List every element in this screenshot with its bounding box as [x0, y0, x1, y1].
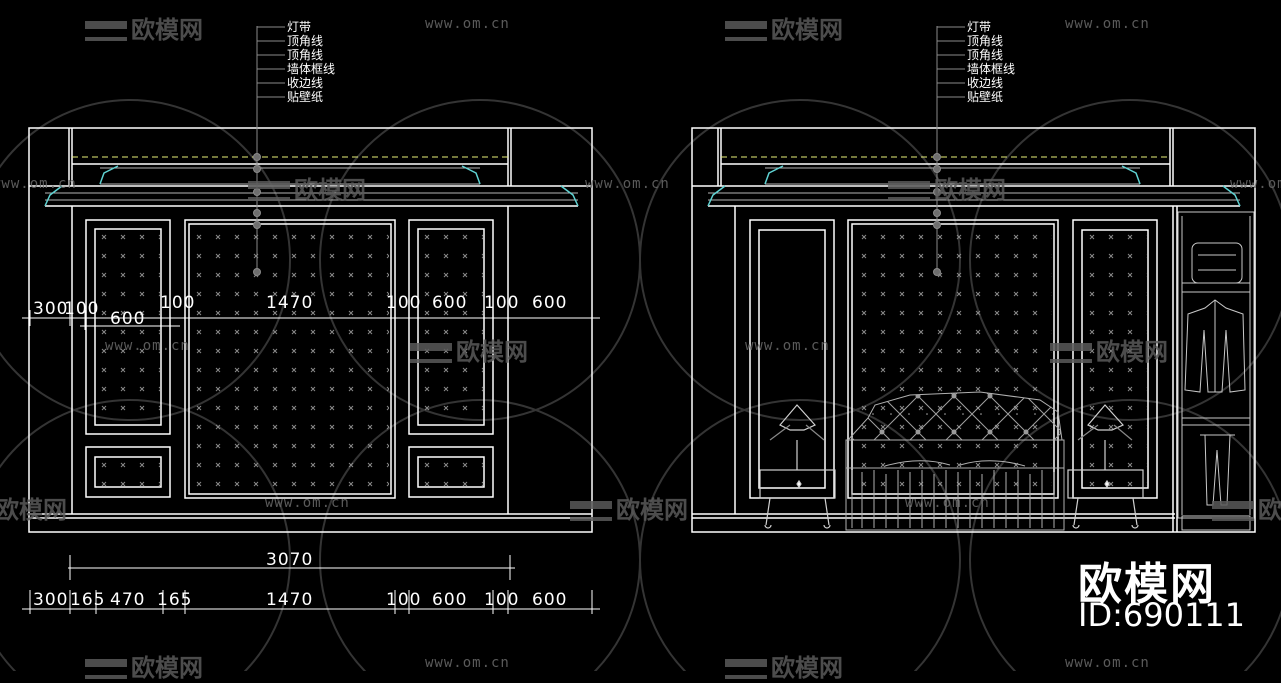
- callout-led-strip: 灯带: [967, 20, 992, 34]
- table-lamp-left-icon: [779, 404, 816, 470]
- dim-100: 100: [160, 293, 196, 313]
- sofa-logo-icon: [725, 21, 767, 41]
- sofa-logo-icon: [1050, 343, 1092, 363]
- table-lamp-right-icon: [1087, 404, 1124, 470]
- folded-clothes-icon: [1191, 242, 1243, 284]
- left-dimension-lines: [22, 310, 600, 614]
- dim-300: 300: [33, 299, 69, 319]
- watermark-logo-text: 欧模网: [131, 654, 203, 682]
- callout-crown-molding-2: 顶角线: [287, 48, 324, 62]
- watermark-logo: 欧模网: [0, 490, 67, 525]
- watermark-logo-text: 欧模网: [934, 176, 1006, 204]
- nightstand-left: [759, 404, 836, 529]
- watermark-url: www.om.cn: [1065, 655, 1150, 671]
- watermark-logo: 欧模网: [725, 648, 843, 683]
- watermark-url: www.om.cn: [105, 338, 190, 354]
- watermark-url: www.om.cn: [0, 176, 77, 192]
- callout-crown-molding-1: 顶角线: [967, 34, 1004, 48]
- dim-100: 100: [386, 293, 422, 313]
- sofa-logo-icon: [1212, 501, 1254, 521]
- watermark-url: www.om.cn: [905, 495, 990, 511]
- watermark-logo: 欧模网: [85, 648, 203, 683]
- watermark-logo: 欧模网: [725, 10, 843, 45]
- watermark-url: www.om.cn: [585, 176, 670, 192]
- sofa-logo-icon: [725, 659, 767, 679]
- sofa-logo-icon: [570, 501, 612, 521]
- callout-wallpaper: 贴壁纸: [967, 90, 1004, 104]
- dim-100: 100: [386, 590, 422, 610]
- right-callout-leader: [933, 26, 965, 276]
- watermark-logo-text: 欧模网: [0, 496, 67, 524]
- watermark-logo-text: 欧模网: [771, 654, 843, 682]
- watermark-logo: 欧模网: [1212, 490, 1281, 525]
- sofa-logo-icon: [410, 343, 452, 363]
- callout-edge-trim: 收边线: [287, 76, 324, 90]
- brand-title: 欧模网: [1078, 559, 1216, 610]
- callout-led-strip: 灯带: [287, 20, 312, 34]
- watermark-logo-text: 欧模网: [1258, 496, 1281, 524]
- watermark-logo: 欧模网: [888, 170, 1006, 205]
- watermark-logo-text: 欧模网: [771, 16, 843, 44]
- callout-edge-trim: 收边线: [967, 76, 1004, 90]
- dim-1470: 1470: [266, 590, 314, 610]
- dim-total-3070: 3070: [266, 550, 314, 570]
- watermark-logo-text: 欧模网: [1096, 338, 1168, 366]
- dim-100: 100: [484, 590, 520, 610]
- sofa-logo-icon: [888, 181, 930, 201]
- dim-300: 300: [33, 590, 69, 610]
- dim-600: 600: [432, 293, 468, 313]
- watermark-logo: 欧模网: [248, 170, 366, 205]
- callout-wallpaper: 贴壁纸: [287, 90, 324, 104]
- watermark-logo-text: 欧模网: [294, 176, 366, 204]
- callout-wall-frame-line: 墙体框线: [967, 62, 1016, 76]
- watermark-logo-text: 欧模网: [131, 16, 203, 44]
- left-callout-leader: [253, 26, 285, 276]
- watermark-logo-text: 欧模网: [456, 338, 528, 366]
- right-elevation: [691, 127, 1256, 533]
- dim-600: 600: [532, 293, 568, 313]
- watermark-url: www.om.cn: [745, 338, 830, 354]
- sofa-logo-icon: [248, 181, 290, 201]
- callout-wall-frame-line: 墙体框线: [287, 62, 336, 76]
- left-elevation: [28, 127, 593, 533]
- dim-470: 470: [110, 590, 146, 610]
- watermark-logo: 欧模网: [410, 332, 528, 367]
- watermark-url: www.om.cn: [425, 16, 510, 32]
- watermark-logo: 欧模网: [85, 10, 203, 45]
- watermark-url: www.om.cn: [425, 655, 510, 671]
- dim-100: 100: [484, 293, 520, 313]
- dim-100: 100: [64, 299, 100, 319]
- watermark-url: www.om.cn: [1230, 176, 1281, 192]
- nightstand-right: [1067, 404, 1144, 529]
- trousers-icon: [1204, 434, 1231, 506]
- watermark-url: www.om.cn: [265, 495, 350, 511]
- sofa-logo-icon: [85, 659, 127, 679]
- brand-id: ID:690111: [1078, 596, 1246, 634]
- sofa-logo-icon: [85, 21, 127, 41]
- dim-165: 165: [70, 590, 106, 610]
- watermark-url: www.om.cn: [1065, 16, 1150, 32]
- callout-crown-molding-1: 顶角线: [287, 34, 324, 48]
- bed: [845, 391, 1065, 531]
- dim-600: 600: [432, 590, 468, 610]
- wardrobe: [1177, 211, 1255, 531]
- dim-600: 600: [532, 590, 568, 610]
- dim-165: 165: [157, 590, 193, 610]
- watermark-logo: 欧模网: [570, 490, 688, 525]
- dim-1470: 1470: [266, 293, 314, 313]
- dim-600: 600: [110, 309, 146, 329]
- watermark-logo-text: 欧模网: [616, 496, 688, 524]
- watermark-logo: 欧模网: [1050, 332, 1168, 367]
- callout-crown-molding-2: 顶角线: [967, 48, 1004, 62]
